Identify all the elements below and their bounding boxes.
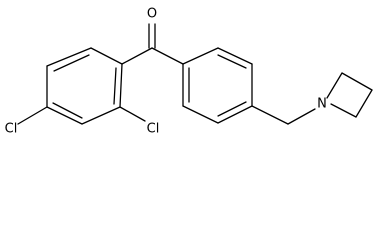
nitrogen-label: N bbox=[317, 97, 327, 112]
phenyl-ring bbox=[182, 47, 253, 124]
chlorine-bond-left bbox=[17, 106, 48, 125]
chlorine-label-right: Cl bbox=[147, 122, 160, 137]
azetidine-ring bbox=[326, 72, 373, 118]
chemical-structure-diagram: O N Cl Cl bbox=[5, 7, 373, 137]
oxygen-label: O bbox=[147, 7, 157, 22]
chlorine-label-left: Cl bbox=[5, 122, 18, 137]
dichlorophenyl-ring bbox=[46, 47, 123, 125]
chlorine-bond-right bbox=[119, 106, 146, 122]
methylene-bond-1 bbox=[251, 105, 289, 125]
carbonyl-right-bond bbox=[151, 47, 184, 65]
carbonyl-left-bond bbox=[121, 47, 153, 65]
methylene-bond-2 bbox=[287, 108, 316, 125]
